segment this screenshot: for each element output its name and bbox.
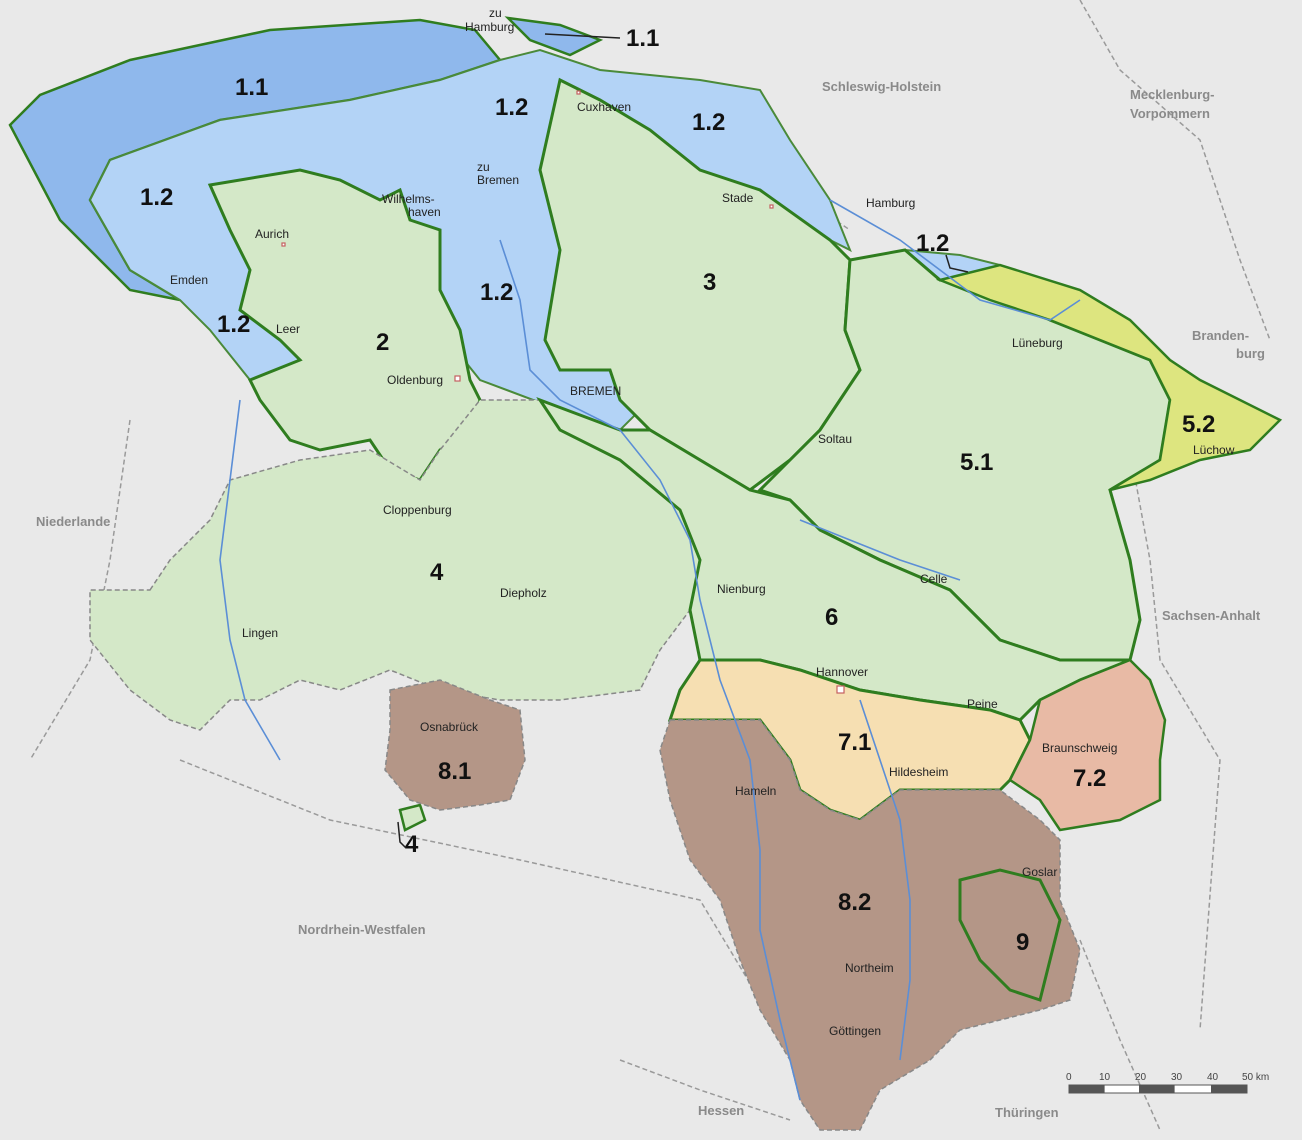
region-label: 2	[376, 329, 389, 356]
city-label: Hannover	[816, 665, 868, 679]
scale-tick-label: 30	[1171, 1072, 1183, 1083]
region-label: 8.1	[438, 758, 471, 785]
city-label: Northeim	[845, 961, 894, 975]
city-label: BREMEN	[570, 384, 621, 398]
region-label: 1.2	[495, 94, 528, 121]
region-label: 7.1	[838, 729, 871, 756]
city-label: Aurich	[255, 227, 289, 241]
city-label: zu	[477, 160, 490, 174]
region-label: 5.2	[1182, 411, 1215, 438]
city-label: Bremen	[477, 173, 519, 187]
scale-tick-label: 0	[1066, 1072, 1072, 1083]
scale-bar-segment	[1139, 1085, 1175, 1093]
scale-tick-label: 50 km	[1242, 1072, 1269, 1083]
region-4b-area[interactable]	[398, 803, 427, 832]
region-label: 1.1	[235, 74, 268, 101]
region-label: 1.2	[140, 184, 173, 211]
city-label: Cuxhaven	[577, 100, 631, 114]
city-label: Oldenburg	[387, 373, 443, 387]
city-label: Hamburg	[465, 20, 514, 34]
neighbor-label: Thüringen	[995, 1105, 1059, 1120]
region-label: 9	[1016, 929, 1029, 956]
city-marker-icon	[836, 685, 845, 694]
region-label: 5.1	[960, 449, 993, 476]
neighbor-label: Mecklenburg-	[1130, 87, 1215, 102]
city-label: Göttingen	[829, 1024, 881, 1038]
city-label: Hildesheim	[889, 765, 948, 779]
region-label: 1.2	[692, 109, 725, 136]
region-label: 1.1	[626, 25, 659, 52]
city-label: haven	[408, 205, 441, 219]
scale-bar: 0 10 20 30 40 50 km	[1066, 1072, 1269, 1094]
neighbor-label: Hessen	[698, 1103, 744, 1118]
region-label: 1.2	[916, 230, 949, 257]
city-label: Peine	[967, 697, 998, 711]
neighbor-labels: Schleswig-Holstein Mecklenburg- Vorpomme…	[36, 79, 1265, 1120]
region-label: 8.2	[838, 889, 871, 916]
region-label: 7.2	[1073, 765, 1106, 792]
neighbor-label: Sachsen-Anhalt	[1162, 608, 1261, 623]
region-label: 1.2	[217, 311, 250, 338]
region-label: 4	[405, 831, 419, 858]
city-label: Wilhelms-	[382, 192, 435, 206]
region-7-2-area[interactable]	[1008, 658, 1167, 832]
neighbor-label: Niederlande	[36, 514, 110, 529]
city-label: Hamburg	[866, 196, 915, 210]
city-label: Diepholz	[500, 586, 547, 600]
region-8-1-area[interactable]	[384, 679, 526, 811]
city-labels: zu Hamburg Cuxhaven zu Bremen Wilhelms- …	[170, 6, 1235, 1038]
neighbor-label: Vorpommern	[1130, 106, 1210, 121]
region-label: 3	[703, 269, 716, 296]
scale-tick-label: 20	[1135, 1072, 1147, 1083]
city-label: Lüchow	[1193, 443, 1235, 457]
scale-bar-segment	[1211, 1085, 1247, 1093]
region-9-area[interactable]	[958, 868, 1062, 1002]
region-label: 1.2	[480, 279, 513, 306]
neighbor-label: Branden-	[1192, 328, 1249, 343]
region-4-area[interactable]	[89, 399, 701, 731]
scale-tick-label: 10	[1099, 1072, 1111, 1083]
city-label: Braunschweig	[1042, 741, 1117, 755]
regions[interactable]	[8, 16, 1283, 1131]
neighbor-label: burg	[1236, 346, 1265, 361]
scale-tick-label: 40	[1207, 1072, 1219, 1083]
leader-lines	[397, 33, 969, 849]
city-label: Cloppenburg	[383, 503, 452, 517]
city-marker-icon	[576, 90, 581, 95]
city-label: Leer	[276, 322, 300, 336]
region-labels: 1.1 1.1 1.2 1.2 1.2 1.2 1.2 1.2 2 3 4 4 …	[140, 25, 1215, 956]
city-label: Lüneburg	[1012, 336, 1063, 350]
city-label: Osnabrück	[420, 720, 479, 734]
region-8-2-area[interactable]	[659, 719, 1081, 1131]
city-label: zu	[489, 6, 502, 20]
neighbor-label: Nordrhein-Westfalen	[298, 922, 426, 937]
rivers	[219, 199, 1081, 1101]
region-5-2-area[interactable]	[935, 263, 1283, 492]
city-label: Emden	[170, 273, 208, 287]
city-markers	[281, 90, 845, 694]
city-label: Celle	[920, 572, 948, 586]
region-1-1b-area[interactable]	[504, 16, 604, 57]
region-label: 6	[825, 604, 838, 631]
neighbor-label: Schleswig-Holstein	[822, 79, 941, 94]
city-label: Lingen	[242, 626, 278, 640]
city-label: Stade	[722, 191, 754, 205]
city-marker-icon	[769, 204, 774, 209]
city-marker-icon	[454, 375, 461, 382]
city-marker-icon	[281, 242, 286, 247]
city-label: Goslar	[1022, 865, 1057, 879]
city-label: Hameln	[735, 784, 776, 798]
city-label: Soltau	[818, 432, 852, 446]
scale-bar-segment	[1069, 1085, 1105, 1093]
city-label: Nienburg	[717, 582, 766, 596]
region-label: 4	[430, 559, 444, 586]
